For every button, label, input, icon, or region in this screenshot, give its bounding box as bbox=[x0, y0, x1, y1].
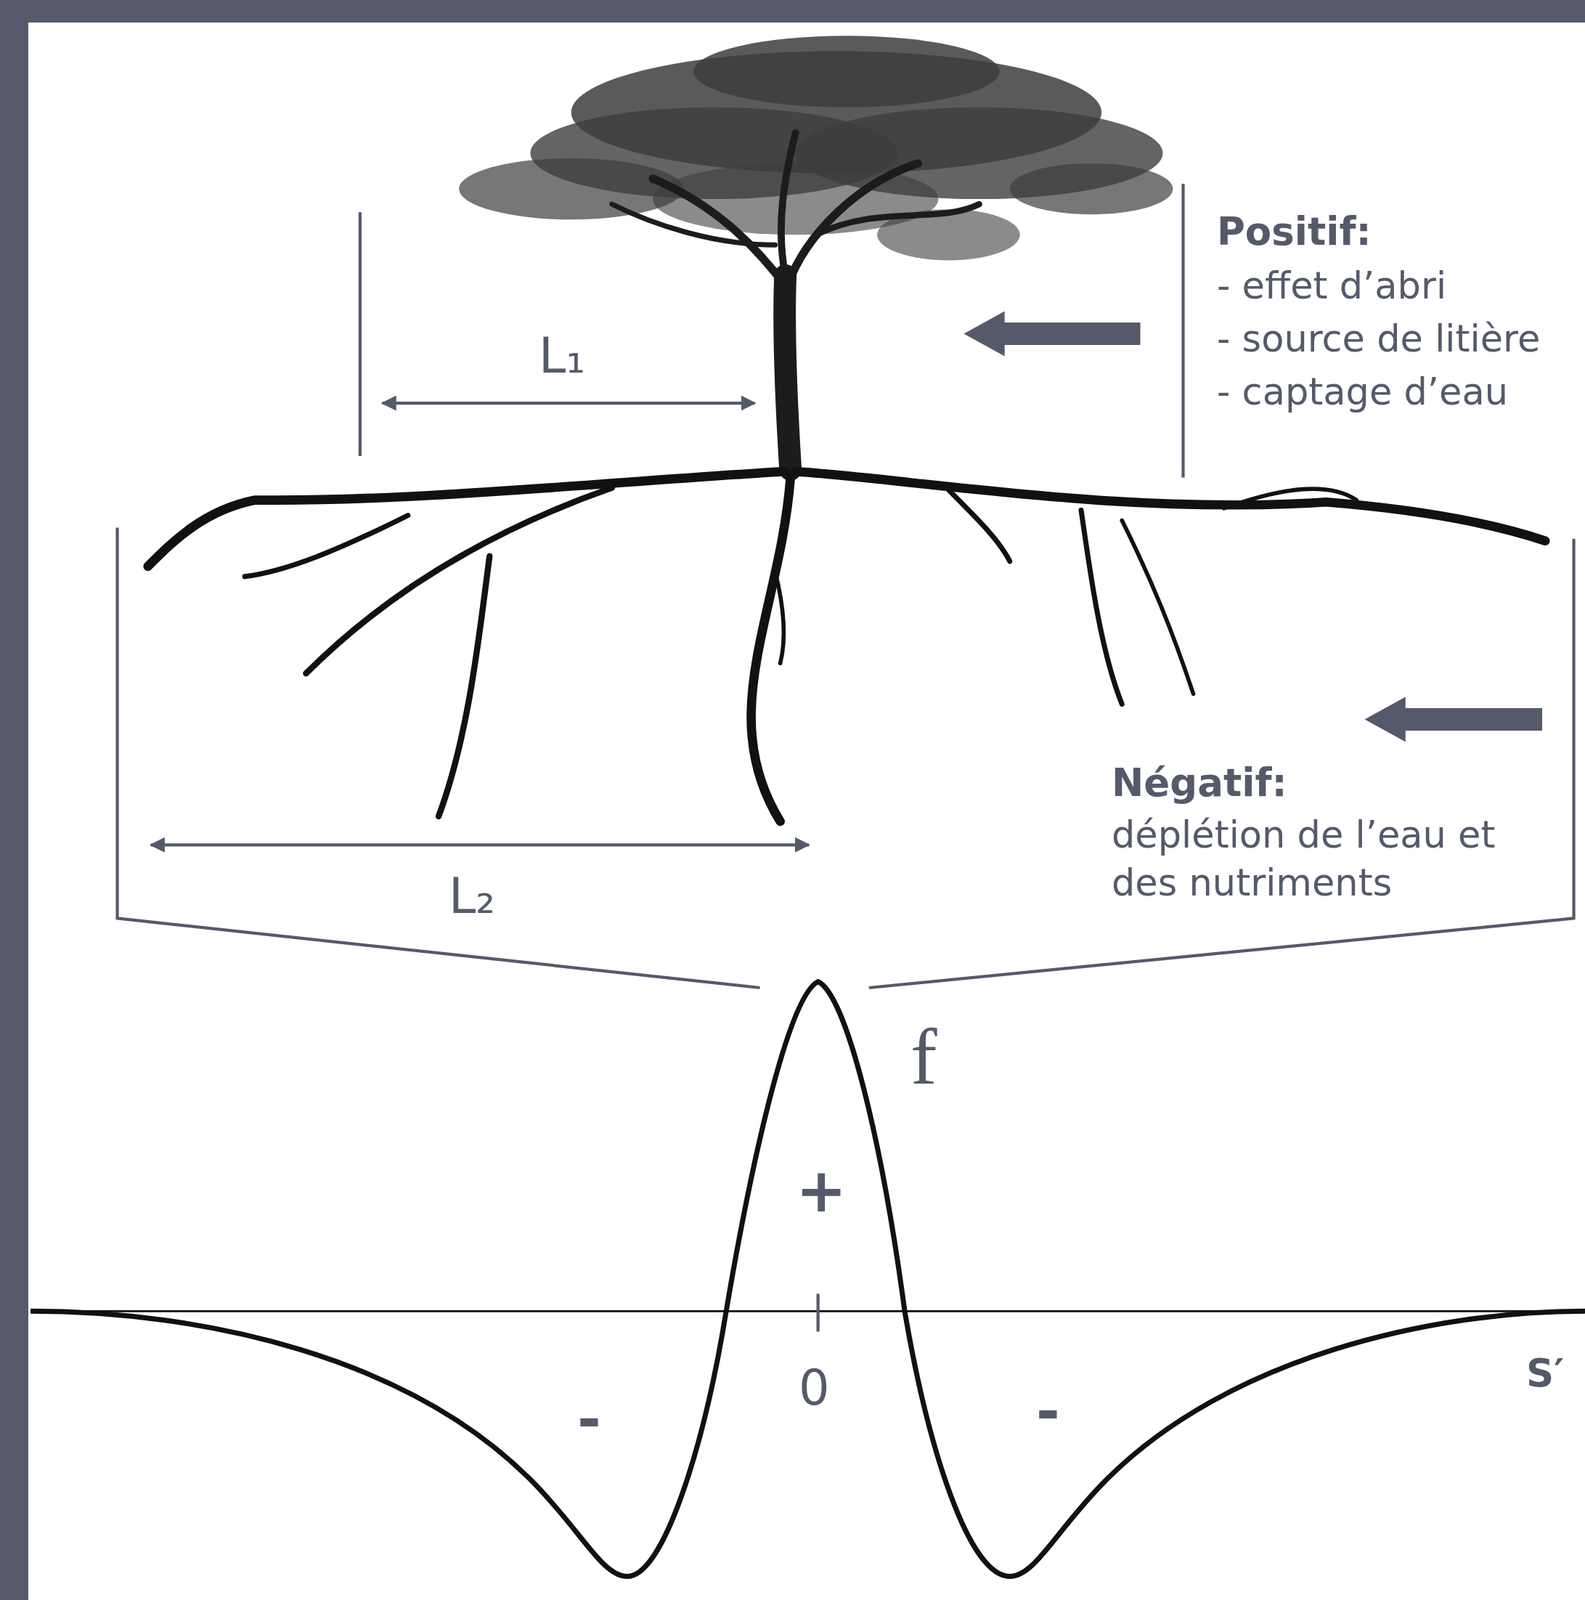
heading: Positif: bbox=[1216, 206, 1372, 258]
list-item: - source de litière bbox=[1216, 315, 1540, 364]
sign-symbol: - bbox=[577, 1381, 602, 1457]
trunk bbox=[612, 132, 980, 470]
roots bbox=[148, 471, 1546, 822]
function-name: f bbox=[910, 1004, 938, 1109]
note: déplétion de l’eau et des nutriments bbox=[1111, 811, 1551, 908]
dimension-label: L₂ bbox=[448, 864, 496, 928]
guides bbox=[117, 183, 1575, 988]
sign-symbol: + bbox=[795, 1150, 847, 1230]
axis-tick-label: 0 bbox=[798, 1356, 830, 1420]
sign-symbol: - bbox=[1036, 1373, 1061, 1449]
dimension-label: L₁ bbox=[538, 324, 586, 388]
direction-arrows bbox=[964, 311, 1543, 743]
list-item: - captage d’eau bbox=[1216, 368, 1509, 417]
heading: Négatif: bbox=[1111, 758, 1288, 809]
canopy bbox=[458, 35, 1173, 260]
axis-label: S′ bbox=[1526, 1348, 1564, 1399]
list-item: - effet d’abri bbox=[1216, 262, 1447, 311]
kernel-plot bbox=[30, 981, 1585, 1577]
